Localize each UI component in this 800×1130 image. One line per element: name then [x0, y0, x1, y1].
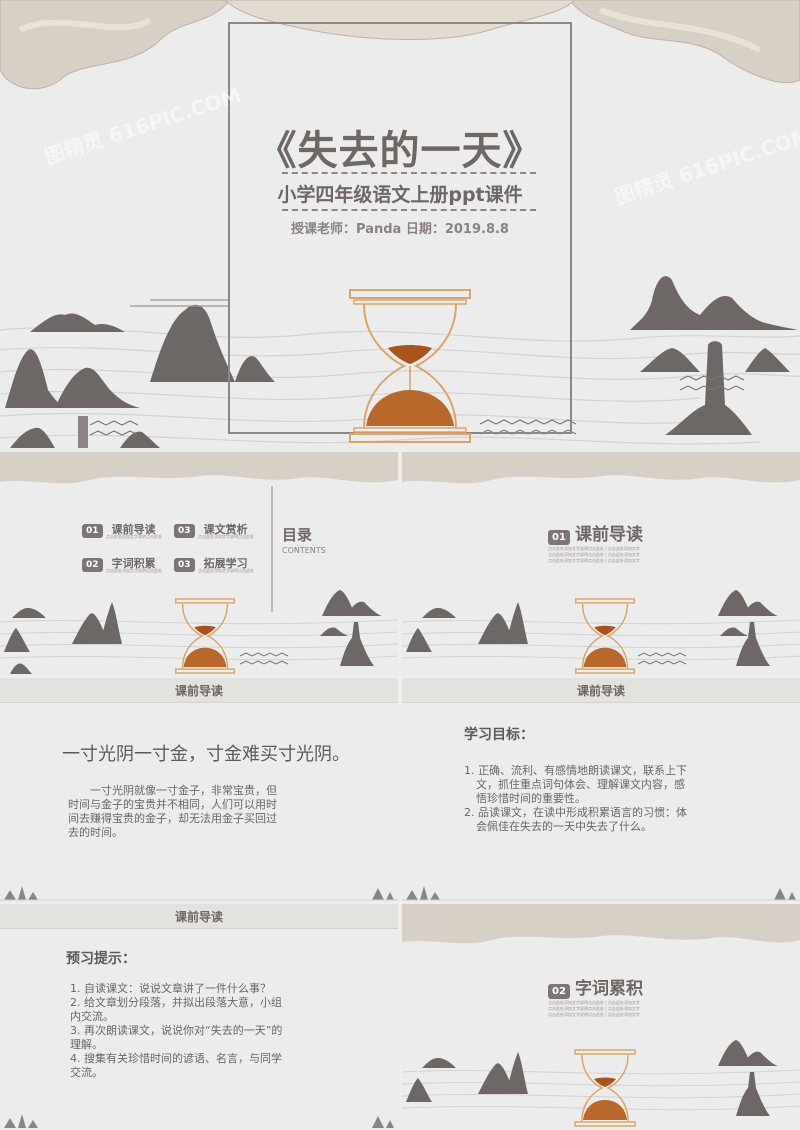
slide-header-bar: 课前导读 [0, 904, 398, 929]
toc-item-number: 02 [82, 558, 103, 572]
toc-item-label: 课文赏析 [203, 523, 248, 536]
mountain-icon [402, 886, 800, 901]
section-slide-1: 01 课前导读 点击此处添加文字说明点击此处 | 点击此处添加文字 点击此处添加… [402, 452, 800, 676]
section-desc: 点击此处添加文字说明点击此处 | 点击此处添加文字 点击此处添加文字说明点击此处… [548, 1000, 640, 1018]
preview-line: 交流。 [70, 1066, 103, 1079]
toc-item-number: 03 [174, 558, 195, 572]
slide-header: 课前导读 [576, 684, 625, 698]
toc-title: 目录 [282, 526, 313, 544]
section-desc-line: 点击此处添加文字说明点击此处 | 点击此处添加文字 [548, 1000, 640, 1005]
hourglass-icon [575, 598, 635, 674]
cloud-ornament-icon [402, 904, 800, 944]
hourglass-icon [349, 289, 471, 443]
hourglass-icon [175, 598, 235, 674]
mountain-icon [0, 886, 398, 901]
mountain-icon [4, 1114, 394, 1128]
section-desc: 点击此处添加文字说明点击此处 | 点击此处添加文字 点击此处添加文字说明点击此处… [548, 546, 640, 564]
goal-line: 2. 品读课文，在读中形成积累语言的习惯：体 [464, 806, 687, 819]
preview-heading: 预习提示： [66, 951, 136, 967]
toc-item-label: 课前导读 [111, 523, 156, 536]
slide-header: 课前导读 [174, 684, 223, 698]
slide-header: 课前导读 [174, 910, 223, 924]
mountain-icon [406, 590, 778, 666]
toc-item-desc: 点击此处添加文字说明点击此处 [198, 534, 254, 539]
goal-line: 1. 正确、流利、有感情地朗读课文，联系上下 [464, 764, 687, 777]
landscape-background [0, 452, 398, 674]
title-slide: 图精灵 616PIC.COM 图精灵 616PIC.COM 《失去的一天》 小学… [0, 0, 800, 450]
goal-line: 悟珍惜时间的重要性。 [476, 792, 586, 805]
cloud-ornament-icon [402, 452, 800, 484]
section-number: 02 [548, 984, 570, 999]
toc-slide: 01 课前导读 点击此处添加文字说明点击此处 03 课文赏析 点击此处添加文字说… [0, 452, 398, 676]
landscape-background [402, 904, 800, 1116]
section-slide-2: 02 字词累积 点击此处添加文字说明点击此处 | 点击此处添加文字 点击此处添加… [402, 904, 800, 1130]
section-title: 课前导读 [575, 525, 644, 545]
section-desc-line: 点击此处添加文字说明点击此处 | 点击此处添加文字 [548, 558, 640, 563]
quote-slide: 课前导读 一寸光阴一寸金，寸金难买寸光阴。 一寸光阴就像一寸金子，非常宝贵，但 … [0, 678, 398, 902]
paragraph-line: 时间与金子的宝贵并不相同，人们可以用时 [68, 798, 277, 811]
preview-line: 理解。 [70, 1038, 103, 1051]
section-number: 01 [548, 530, 570, 545]
toc-item[interactable]: 03 拓展学习 [174, 552, 248, 572]
section-desc-line: 点击此处添加文字说明点击此处 | 点击此处添加文字 [548, 1012, 640, 1017]
goals-heading: 学习目标： [464, 727, 534, 743]
preview-line: 4. 搜集有关珍惜时间的谚语、名言，与同学 [70, 1052, 282, 1065]
hourglass-icon [574, 1049, 636, 1127]
toc-item-number: 01 [82, 524, 103, 538]
cloud-ornament-icon [0, 452, 398, 484]
preview-line: 内交流。 [70, 1010, 114, 1023]
goal-line: 会佩佳在失去的一天中失去了什么。 [476, 820, 652, 833]
toc-item-number: 03 [174, 524, 195, 538]
toc-item[interactable]: 02 字词积累 [82, 552, 156, 572]
preview-line: 3. 再次朗读课文，说说你对“失去的一天”的 [70, 1024, 283, 1037]
paragraph-line: 间去赚得宝贵的金子，却无法用金子买回过 [68, 812, 277, 825]
section-desc-line: 点击此处添加文字说明点击此处 | 点击此处添加文字 [548, 546, 640, 551]
toc-item[interactable]: 01 课前导读 [82, 518, 156, 538]
quote-text: 一寸光阴一寸金，寸金难买寸光阴。 [62, 744, 350, 765]
toc-item-label: 字词积累 [111, 557, 156, 570]
section-heading: 01 课前导读 [548, 520, 643, 545]
teacher-date: 授课老师：Panda 日期：2019.8.8 [291, 222, 509, 237]
section-heading: 02 字词累积 [548, 974, 643, 999]
divider [282, 172, 536, 174]
toc-item[interactable]: 03 课文赏析 [174, 518, 248, 538]
mountain-icon [630, 276, 798, 435]
goal-line: 文，抓住重点词句体会、理解课文内容，感 [476, 778, 685, 791]
divider [282, 209, 536, 211]
mountain-icon [406, 1040, 778, 1116]
quote-paragraph: 一寸光阴就像一寸金子，非常宝贵，但 时间与金子的宝贵并不相同，人们可以用时 间去… [68, 784, 358, 840]
cloud-ornament-icon [0, 0, 800, 90]
mountain-icon [5, 304, 275, 448]
toc-item-label: 拓展学习 [203, 557, 248, 570]
slide-header-bar: 课前导读 [402, 678, 800, 703]
section-desc-line: 点击此处添加文字说明点击此处 | 点击此处添加文字 [548, 1006, 640, 1011]
page-title: 《失去的一天》 [256, 128, 544, 174]
goals-list: 1. 正确、流利、有感情地朗读课文，联系上下 文，抓住重点词句体会、理解课文内容… [464, 764, 764, 834]
preview-list: 1. 自读课文：说说文章讲了一件什么事？ 2. 给文章划分段落，并拟出段落大意，… [70, 982, 370, 1080]
page-subtitle: 小学四年级语文上册ppt课件 [277, 184, 523, 206]
preview-slide: 课前导读 预习提示： 1. 自读课文：说说文章讲了一件什么事？ 2. 给文章划分… [0, 904, 398, 1130]
preview-line: 1. 自读课文：说说文章讲了一件什么事？ [70, 982, 271, 995]
section-desc-line: 点击此处添加文字说明点击此处 | 点击此处添加文字 [548, 552, 640, 557]
toc-item-desc: 点击此处添加文字说明点击此处 [106, 534, 162, 539]
preview-line: 2. 给文章划分段落，并拟出段落大意，小组 [70, 996, 282, 1009]
section-title: 字词累积 [575, 979, 644, 999]
toc-item-desc: 点击此处添加文字说明点击此处 [198, 568, 254, 573]
mountain-icon [4, 590, 382, 674]
paragraph-line: 去的时间。 [68, 826, 123, 839]
toc-item-desc: 点击此处添加文字说明点击此处 [106, 568, 162, 573]
toc-subtitle: CONTENTS [282, 546, 326, 555]
paragraph-line: 一寸光阴就像一寸金子，非常宝贵，但 [90, 784, 277, 797]
slide-header-bar: 课前导读 [0, 678, 398, 703]
goals-slide: 课前导读 学习目标： 1. 正确、流利、有感情地朗读课文，联系上下 文，抓住重点… [402, 678, 800, 902]
